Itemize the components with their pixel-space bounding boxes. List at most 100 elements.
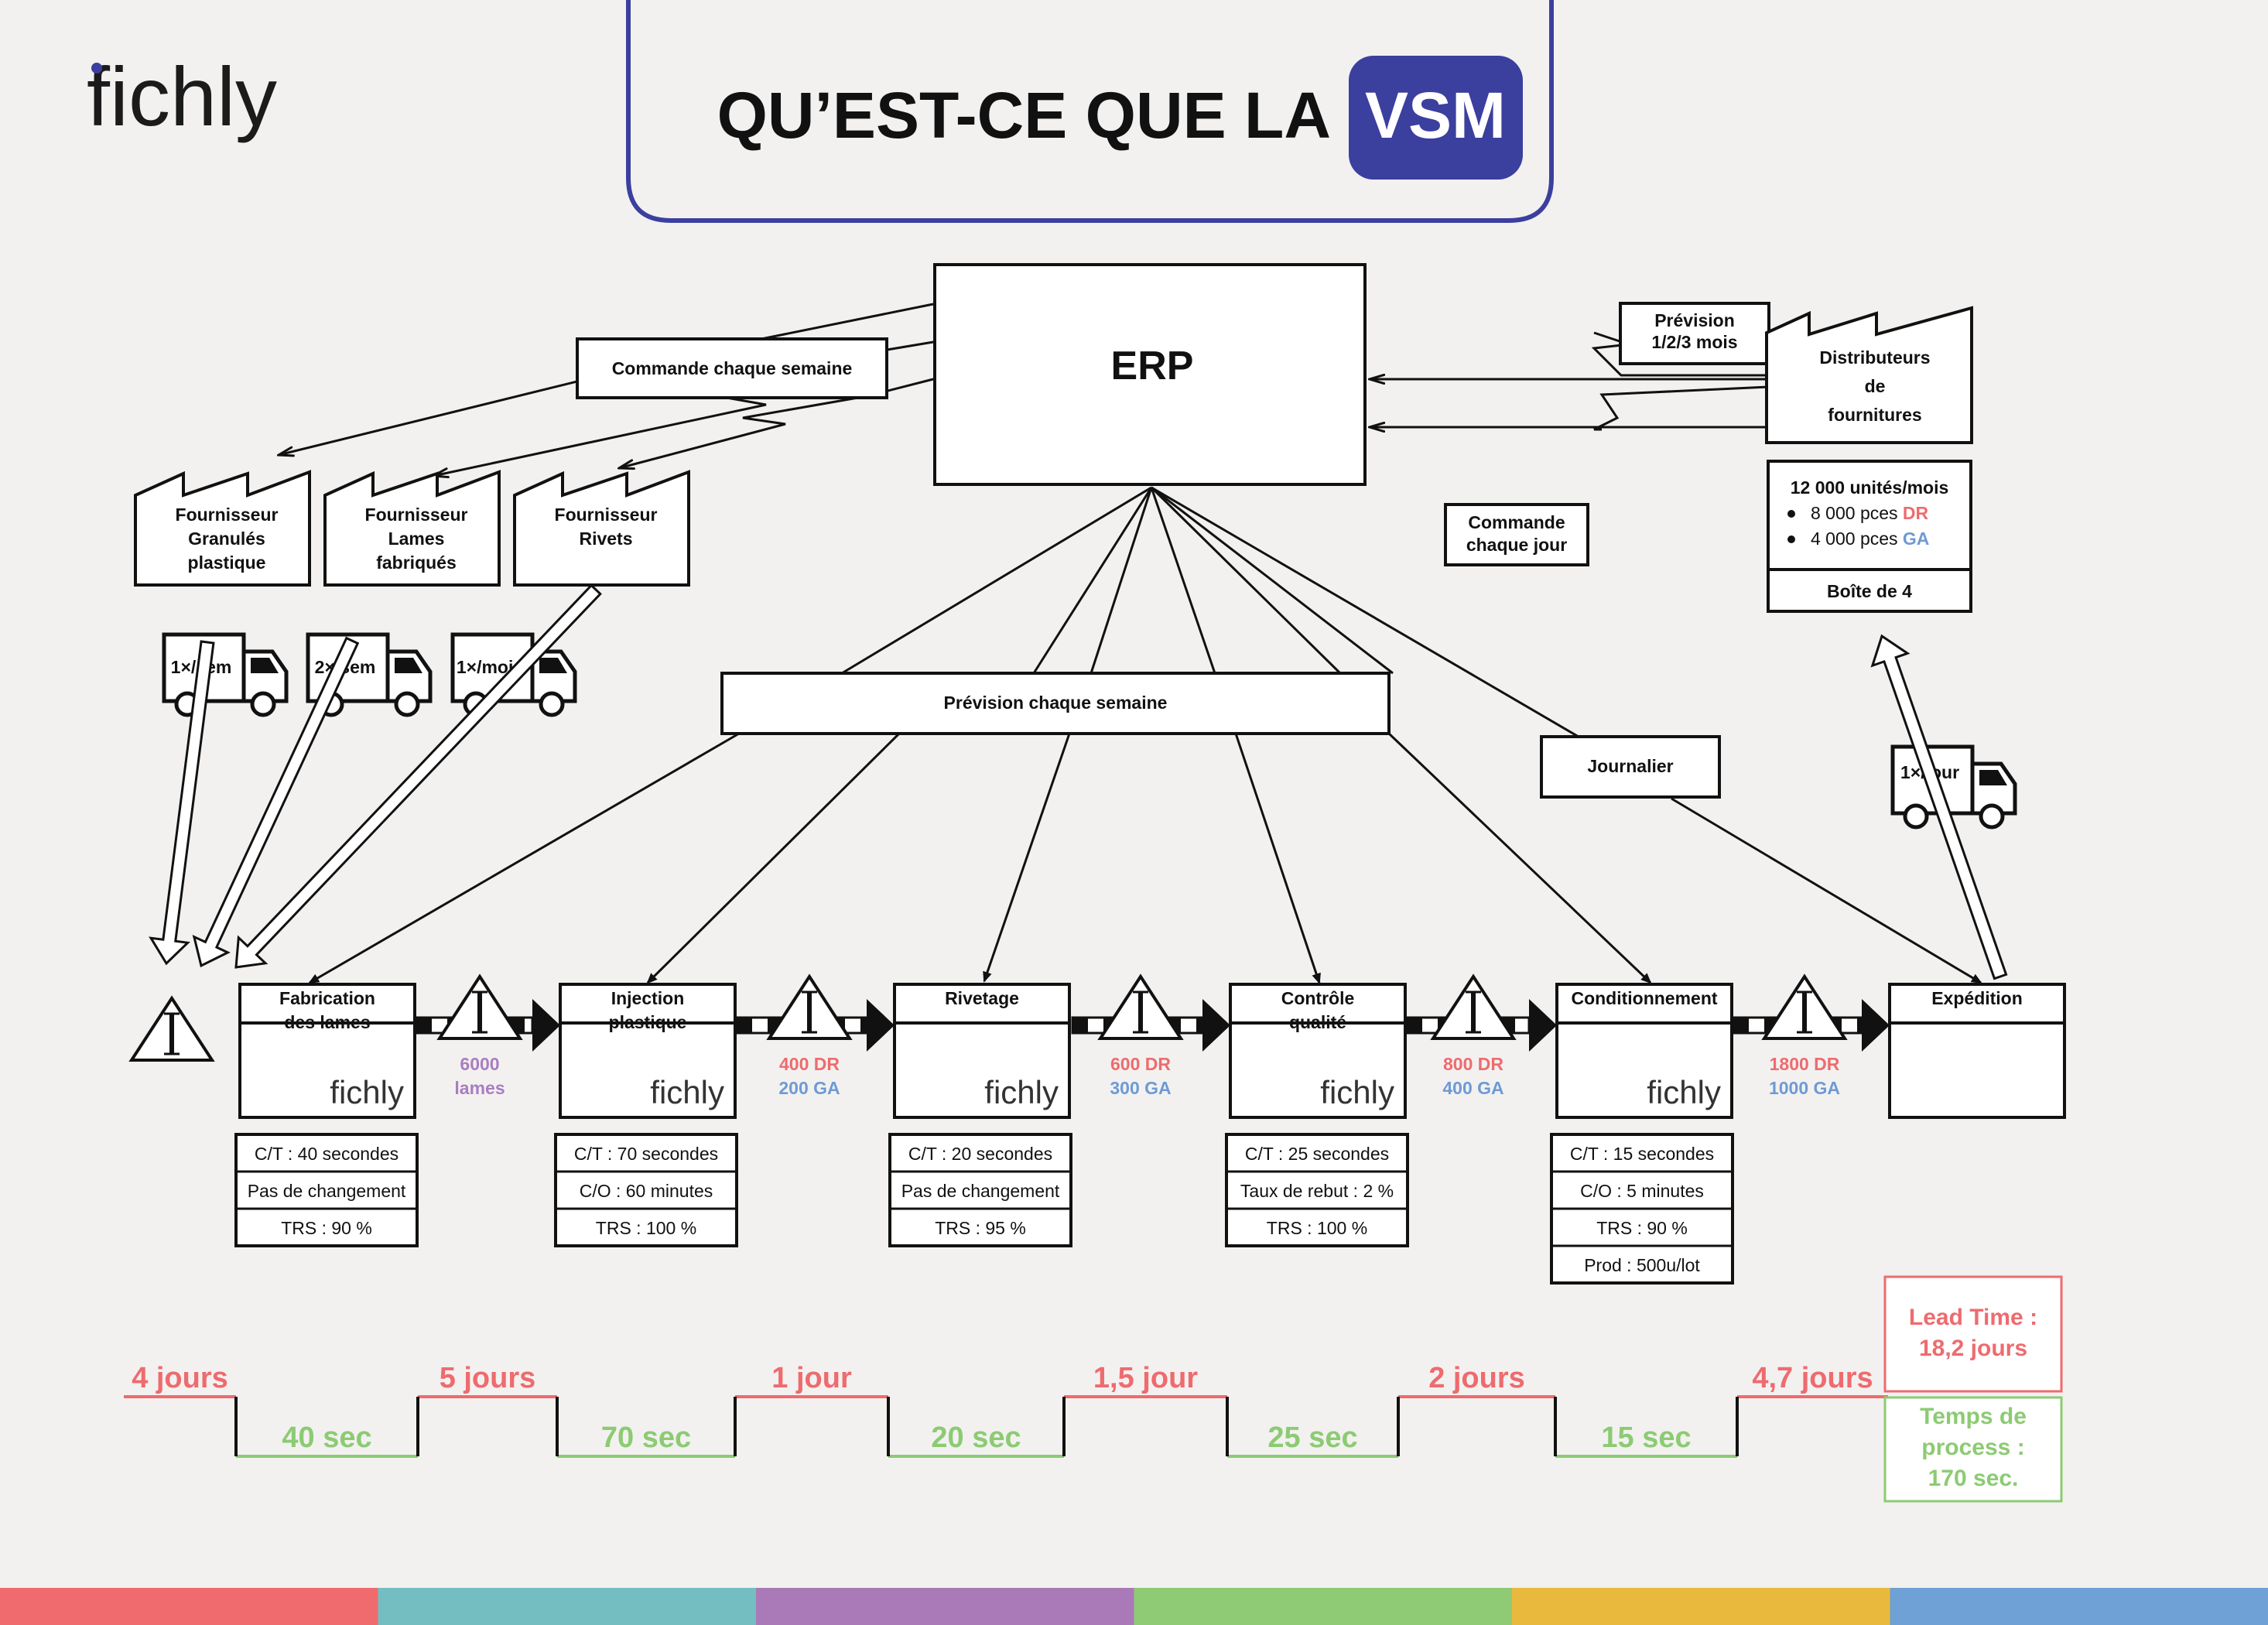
weekly-forecast-label: Prévision chaque semaine <box>944 693 1168 713</box>
process-time: 20 sec <box>931 1421 1021 1454</box>
process-logo: fichly <box>1647 1074 1721 1110</box>
process-name: Rivetage <box>945 988 1019 1008</box>
color-stripe <box>1134 1588 1513 1625</box>
factory-icon <box>323 470 501 587</box>
push-arrow-icon <box>867 999 895 1052</box>
page-title: QU’EST-CE QUE LA <box>717 79 1331 152</box>
inventory-qty: 1800 DR <box>1770 1054 1840 1074</box>
suppliers: FournisseurGranulésplastique1×/semFourni… <box>128 470 690 1062</box>
vsm-badge <box>1349 56 1523 180</box>
process-time: 40 sec <box>282 1421 371 1454</box>
color-stripe <box>378 1588 757 1625</box>
erp-label: ERP <box>1111 344 1194 388</box>
process-logo: fichly <box>1320 1074 1394 1110</box>
process-data-line: C/T : 25 secondes <box>1245 1144 1389 1164</box>
push-arrow-icon <box>1529 999 1557 1052</box>
lead-time-text: 18,2 jours <box>1919 1336 2027 1361</box>
process-box <box>893 983 1071 1119</box>
process-data-line: C/T : 40 secondes <box>255 1144 399 1164</box>
process-box <box>1555 983 1733 1119</box>
process-data-line: TRS : 90 % <box>281 1218 372 1238</box>
bullet-icon <box>1787 535 1795 543</box>
color-stripes <box>0 1588 2268 1625</box>
erp-schedule-lines <box>308 486 1982 984</box>
inventory-qty: 800 DR <box>1443 1054 1503 1074</box>
inventory-qty: 600 DR <box>1110 1054 1171 1074</box>
process-total-text: process : <box>1921 1435 2024 1460</box>
customer-factory-icon <box>1765 306 1973 444</box>
daily-box <box>1540 735 1721 799</box>
color-stripe <box>0 1588 379 1625</box>
lead-time-text: Lead Time : <box>1909 1305 2037 1330</box>
wait-time: 1,5 jour <box>1093 1362 1198 1394</box>
process-data-line: TRS : 100 % <box>1267 1218 1367 1238</box>
inventory-qty: 1000 GA <box>1769 1078 1840 1098</box>
customer-info-flow <box>1370 331 1769 429</box>
process-total-text: 170 sec. <box>1928 1466 2019 1491</box>
process-data-line: TRS : 90 % <box>1596 1218 1688 1238</box>
push-arrow-icon <box>1202 999 1230 1052</box>
header-frame <box>626 0 1554 223</box>
process-name: Conditionnement <box>1571 988 1717 1008</box>
wait-time: 2 jours <box>1428 1362 1525 1394</box>
inventory-triangle-icon <box>766 973 853 1040</box>
bullet-icon <box>1787 510 1795 518</box>
weekly-order-label: Commande chaque semaine <box>612 358 853 378</box>
process-data-line: C/T : 20 secondes <box>908 1144 1052 1164</box>
process-logo: fichly <box>984 1074 1059 1110</box>
inventory-qty: lames <box>454 1078 505 1098</box>
daily-label: Journalier <box>1587 756 1673 776</box>
process-data-line: TRS : 95 % <box>935 1218 1026 1238</box>
vsm-badge-text: VSM <box>1365 79 1506 152</box>
process-6: Expédition <box>1888 983 2066 1119</box>
supplier-1: FournisseurGranulésplastique1×/sem <box>134 470 311 717</box>
process-time-box: Temps de process : 170 sec. <box>1883 1396 2063 1503</box>
logo-dot <box>91 63 102 74</box>
weekly-order-label-box <box>576 337 888 399</box>
process-logo: fichly <box>330 1074 404 1110</box>
customer-item: 4 000 pces GA <box>1811 529 1929 549</box>
inventory-triangle-icon <box>1097 973 1184 1040</box>
process-time: 70 sec <box>601 1421 691 1454</box>
supplier-2: FournisseurLamesfabriqués2×/sem <box>306 470 501 717</box>
color-stripe <box>1890 1588 2268 1625</box>
erp-box <box>933 263 1367 486</box>
process-logo: fichly <box>650 1074 724 1110</box>
truck-icon: 1×/jour <box>1890 744 2017 830</box>
inventory-triangle-icon <box>436 973 523 1040</box>
color-stripe <box>756 1588 1135 1625</box>
factory-icon <box>513 470 690 587</box>
customer-demand: 12 000 unités/mois <box>1791 477 1949 498</box>
process-total-text: Temps de <box>1920 1404 2027 1429</box>
wait-time: 1 jour <box>771 1362 852 1394</box>
brand-logo: fichly <box>87 50 277 143</box>
process-time: 15 sec <box>1601 1421 1691 1454</box>
shipping-flow: 1×/jour <box>1870 634 2017 980</box>
truck-icon: 1×/sem <box>162 632 289 717</box>
process-box <box>1229 983 1407 1119</box>
process-data-line: C/T : 70 secondes <box>574 1144 718 1164</box>
inventory-triangle-icon <box>1761 973 1848 1040</box>
lead-time-box: Lead Time : 18,2 jours <box>1883 1275 2063 1393</box>
inventory-5: 1800 DR 1000 GA <box>1732 973 1890 1098</box>
customer-pack: Boîte de 4 <box>1827 581 1912 601</box>
